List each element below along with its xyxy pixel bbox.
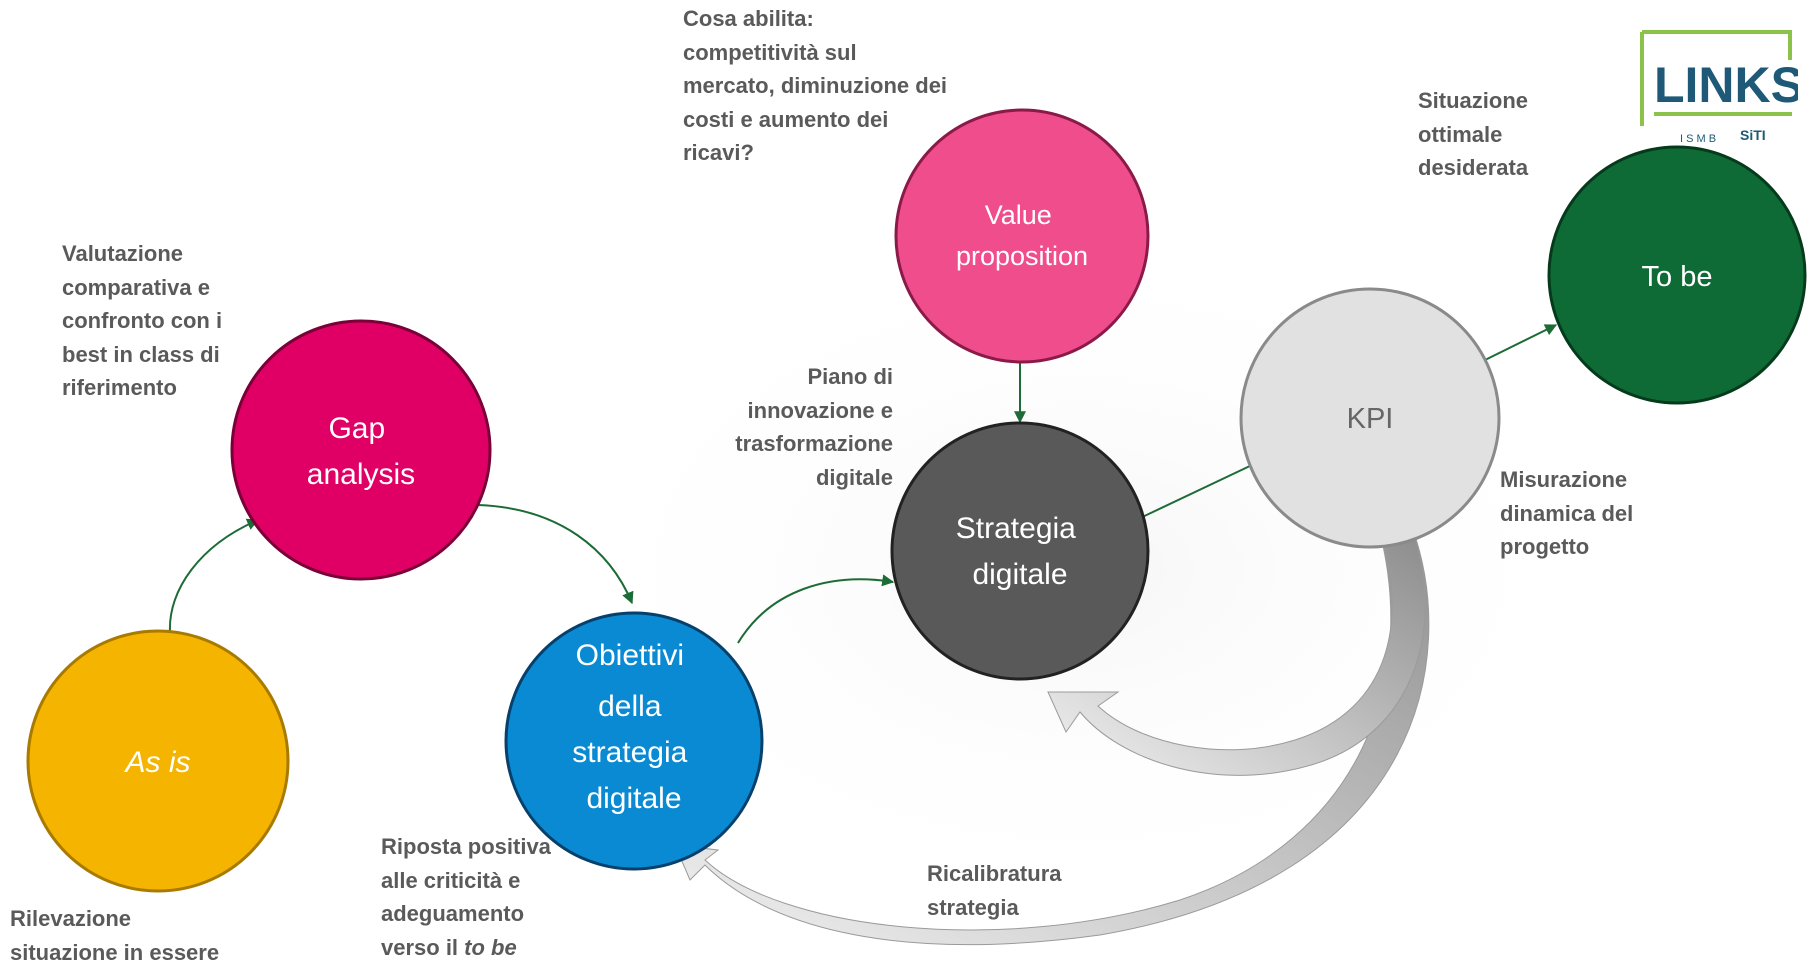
node-value-line-2: proposition bbox=[956, 241, 1088, 271]
node-kpi-circle bbox=[1239, 287, 1501, 549]
node-obiettivi-label: Obiettivi della strategia digitale bbox=[572, 639, 695, 815]
node-obiettivi-circle bbox=[504, 611, 764, 871]
links-logo: LINKS I S M B SiTI bbox=[1640, 30, 1804, 148]
recalibration-arrow-short bbox=[1047, 524, 1426, 776]
node-strategia-line-1: Strategia bbox=[956, 512, 1076, 545]
annotation-kpi: Misurazione dinamica del progetto bbox=[1500, 467, 1634, 559]
recalibration-arrow-long bbox=[674, 524, 1430, 946]
node-value-proposition-circle bbox=[894, 108, 1150, 364]
node-gap-line-2: analysis bbox=[307, 458, 415, 491]
node-obiettivi-line-4: digitale bbox=[586, 782, 681, 815]
node-gap-analysis-label: Gap analysis bbox=[307, 412, 415, 491]
annotation-value-proposition: Cosa abilita: competitività sul mercato,… bbox=[683, 6, 948, 165]
annotation-obiettivi-main: Riposta positiva alle criticità e adegua… bbox=[381, 834, 551, 960]
node-gap-analysis-circle bbox=[230, 319, 492, 581]
node-to-be-circle bbox=[1547, 145, 1807, 405]
node-value-line-1: Value bbox=[985, 200, 1052, 230]
connector-kpi-tobe bbox=[1484, 324, 1558, 361]
node-kpi-label: KPI bbox=[1347, 403, 1394, 435]
node-value-proposition-label: Value proposition bbox=[956, 200, 1088, 271]
annotation-obiettivi: Riposta positiva alle criticità e adegua… bbox=[381, 830, 551, 964]
logo-sub-right: SiTI bbox=[1740, 127, 1766, 143]
node-strategia-label: Strategia digitale bbox=[956, 512, 1084, 591]
node-as-is-circle bbox=[26, 629, 290, 893]
logo-text: LINKS bbox=[1654, 57, 1798, 113]
node-obiettivi-line-3: strategia bbox=[572, 736, 687, 769]
node-as-is-label: As is bbox=[123, 746, 190, 779]
node-to-be: To be bbox=[1547, 145, 1807, 405]
node-gap-analysis: Gap analysis bbox=[230, 319, 492, 581]
node-obiettivi: Obiettivi della strategia digitale bbox=[504, 611, 764, 871]
annotation-ricalibratura: Ricalibratura strategia bbox=[927, 861, 1062, 920]
logo-sub-left: I S M B bbox=[1680, 133, 1716, 145]
annotation-gap-analysis: Valutazione comparativa e confronto con … bbox=[62, 241, 223, 400]
node-obiettivi-line-1: Obiettivi bbox=[576, 639, 684, 672]
node-kpi: KPI bbox=[1239, 287, 1501, 549]
annotation-to-be: Situazione ottimale desiderata bbox=[1418, 88, 1529, 180]
annotation-as-is: Rilevazione situazione in essere bbox=[10, 906, 220, 965]
node-strategia-digitale: Strategia digitale bbox=[890, 421, 1150, 681]
node-as-is: As is bbox=[26, 629, 290, 893]
node-strategia-line-2: digitale bbox=[972, 558, 1067, 591]
node-to-be-label: To be bbox=[1642, 261, 1713, 293]
node-strategia-circle bbox=[890, 421, 1150, 681]
connector-asis-gap bbox=[168, 518, 260, 633]
annotation-obiettivi-italic: to be bbox=[464, 934, 517, 960]
connector-strategia-kpi bbox=[1135, 464, 1253, 521]
connector-obiettivi-strategia bbox=[737, 574, 895, 644]
links-logo-graphic: LINKS I S M B SiTI bbox=[1640, 30, 1804, 145]
node-obiettivi-line-2: della bbox=[598, 690, 662, 723]
node-value-proposition: Value proposition bbox=[894, 108, 1150, 364]
connector-gap-obiettivi bbox=[477, 504, 634, 605]
annotation-strategia-digitale: Piano di innovazione e trasformazione di… bbox=[735, 364, 893, 490]
node-gap-line-1: Gap bbox=[328, 412, 385, 445]
